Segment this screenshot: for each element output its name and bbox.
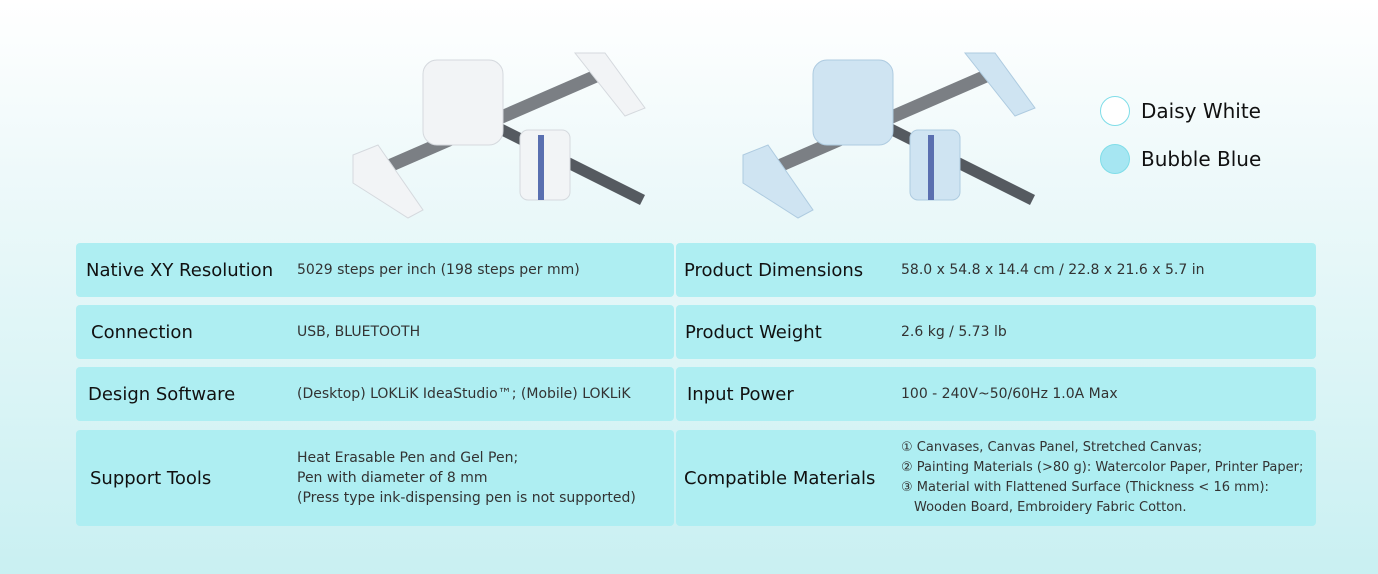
spec-row: Support Tools Heat Erasable Pen and Gel …	[76, 430, 1316, 526]
value-line: (Press type ink-dispensing pen is not su…	[297, 490, 636, 506]
spec-value: ① Canvases, Canvas Panel, Stretched Canv…	[901, 438, 1303, 518]
spec-label: Native XY Resolution	[86, 259, 274, 281]
color-label: Bubble Blue	[1141, 147, 1262, 171]
spec-label: Input Power	[687, 383, 794, 405]
value-line: ① Canvases, Canvas Panel, Stretched Canv…	[901, 440, 1203, 455]
color-label: Daisy White	[1141, 99, 1261, 123]
spec-value: USB, BLUETOOTH	[297, 324, 421, 340]
spec-cell: Connection USB, BLUETOOTH	[76, 305, 674, 359]
value-line: Heat Erasable Pen and Gel Pen;	[297, 450, 519, 466]
spec-value: 58.0 x 54.8 x 14.4 cm / 22.8 x 21.6 x 5.…	[901, 262, 1205, 278]
spec-row: Native XY Resolution 5029 steps per inch…	[76, 243, 1316, 297]
spec-label: Design Software	[88, 383, 236, 405]
spec-value: 2.6 kg / 5.73 lb	[901, 324, 1007, 340]
spec-value: 100 - 240V~50/60Hz 1.0A Max	[901, 386, 1118, 402]
spec-cell: Product Weight 2.6 kg / 5.73 lb	[676, 305, 1316, 359]
spec-label: Connection	[91, 321, 193, 343]
spec-row: Connection USB, BLUETOOTH Product Weight…	[76, 305, 1316, 359]
spec-label: Compatible Materials	[684, 467, 876, 489]
spec-value: 5029 steps per inch (198 steps per mm)	[297, 262, 580, 278]
spec-value: Heat Erasable Pen and Gel Pen; Pen with …	[297, 448, 636, 508]
value-line: Pen with diameter of 8 mm	[297, 470, 488, 486]
plotter-image-bubble-blue	[742, 52, 1036, 219]
plotter-image-daisy-white	[352, 52, 646, 219]
value-line: ③ Material with Flattened Surface (Thick…	[901, 480, 1269, 495]
spec-row: Design Software (Desktop) LOKLiK IdeaStu…	[76, 367, 1316, 421]
spec-cell: Native XY Resolution 5029 steps per inch…	[76, 243, 674, 297]
spec-cell: Input Power 100 - 240V~50/60Hz 1.0A Max	[676, 367, 1316, 421]
spec-label: Product Weight	[685, 321, 822, 343]
spec-cell: Design Software (Desktop) LOKLiK IdeaStu…	[76, 367, 674, 421]
spec-value: (Desktop) LOKLiK IdeaStudio™; (Mobile) L…	[297, 386, 631, 402]
blue-swatch-icon	[1100, 144, 1130, 174]
value-line: Wooden Board, Embroidery Fabric Cotton.	[914, 500, 1187, 515]
color-option-bubble-blue[interactable]: Bubble Blue	[1100, 144, 1261, 174]
spec-cell: Compatible Materials ① Canvases, Canvas …	[676, 430, 1316, 526]
color-option-daisy-white[interactable]: Daisy White	[1100, 96, 1261, 126]
value-line: ② Painting Materials (>80 g): Watercolor…	[901, 460, 1304, 475]
spec-cell: Product Dimensions 58.0 x 54.8 x 14.4 cm…	[676, 243, 1316, 297]
spec-cell: Support Tools Heat Erasable Pen and Gel …	[76, 430, 674, 526]
spec-label: Support Tools	[90, 467, 212, 489]
spec-label: Product Dimensions	[684, 259, 864, 281]
white-swatch-icon	[1100, 96, 1130, 126]
